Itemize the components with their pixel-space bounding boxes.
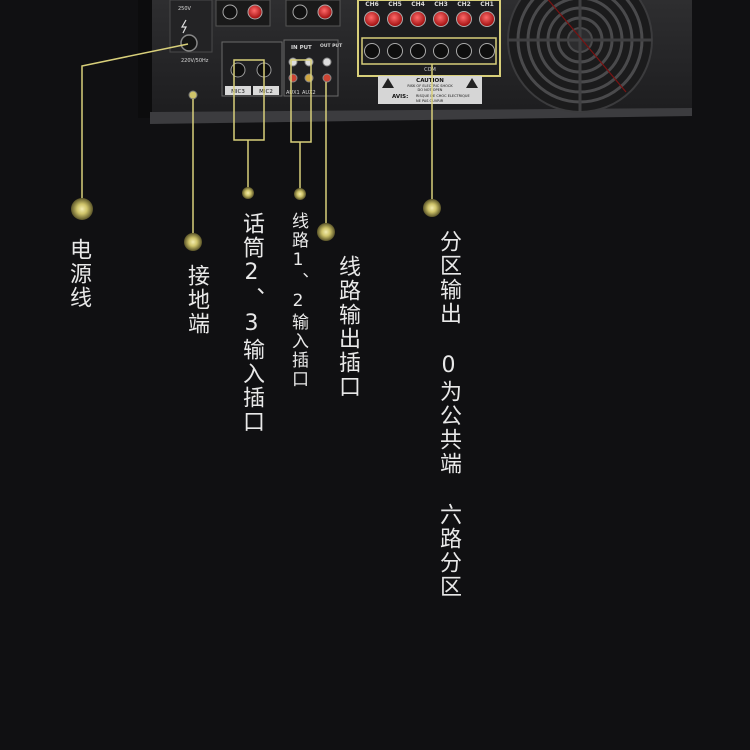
ground-dot bbox=[184, 233, 202, 251]
caution-line2: DO NOT OPEN bbox=[418, 88, 443, 92]
rca-aux2-top bbox=[304, 57, 314, 67]
callout-dots bbox=[71, 187, 441, 251]
avis-line2: NE PAS OUVRIR bbox=[416, 99, 444, 103]
lightning-icon bbox=[180, 19, 187, 34]
terminal-red bbox=[317, 4, 333, 20]
line-in-dot bbox=[294, 188, 306, 200]
mic2-tag bbox=[253, 86, 279, 95]
mic2-label: MIC2 bbox=[259, 89, 273, 95]
zone-output-label: 分区输出 0为公共端 六路分区 bbox=[436, 230, 461, 599]
mic3-tag bbox=[225, 86, 251, 95]
caution-title: CAUTION bbox=[416, 78, 444, 84]
rca-out-bottom bbox=[322, 73, 332, 83]
output-header: OUT PUT bbox=[320, 43, 343, 49]
power-cord-socket bbox=[180, 34, 198, 52]
voltage-label: 220V/50Hz bbox=[181, 58, 209, 64]
caution-line1: RISK OF ELECTRIC SHOCK bbox=[407, 84, 453, 88]
line-output-label: 线路输出插口 bbox=[335, 255, 360, 399]
ground-screw bbox=[188, 90, 198, 100]
mic-dot bbox=[242, 187, 254, 199]
com-terminal-frame bbox=[361, 37, 497, 65]
channel-labels: CH6 CH5 CH4 CH3 CH2 CH1 bbox=[365, 1, 494, 8]
warning-triangle-icon bbox=[382, 78, 394, 88]
ch-label: CH4 bbox=[411, 1, 425, 8]
rca-aux1-top bbox=[288, 57, 298, 67]
warning-triangle-icon bbox=[466, 78, 478, 88]
terminal-black bbox=[292, 4, 308, 20]
power-dot bbox=[71, 198, 93, 220]
line-out-dot bbox=[317, 223, 335, 241]
zone-black-terminals bbox=[364, 43, 495, 59]
ch-label: CH5 bbox=[388, 1, 402, 8]
aux2-label: AUX2 bbox=[302, 90, 316, 96]
com-label: COM bbox=[424, 67, 436, 73]
line-in-bracket bbox=[290, 59, 312, 143]
avis-line1: RISQUE DE CHOC ELECTRIQUE bbox=[416, 94, 470, 98]
avis-title: AVIS: bbox=[392, 94, 408, 100]
ch-label: CH1 bbox=[480, 1, 494, 8]
aux1-label: AUX1 bbox=[286, 90, 300, 96]
callout-leaders bbox=[81, 43, 433, 240]
mic3-label: MIC3 bbox=[231, 89, 245, 95]
chassis-left-edge bbox=[138, 0, 152, 118]
voltage-rating: 250V bbox=[178, 6, 192, 12]
zone-dot bbox=[423, 199, 441, 217]
rca-aux2-bottom bbox=[304, 73, 314, 83]
mic3-jack bbox=[230, 62, 246, 78]
ch-label: CH2 bbox=[457, 1, 471, 8]
terminal-red bbox=[247, 4, 263, 20]
ch-label: CH6 bbox=[365, 1, 379, 8]
zone-red-terminals bbox=[364, 11, 495, 27]
input-header: IN PUT bbox=[291, 45, 312, 51]
mic-bracket bbox=[233, 59, 265, 141]
ground-terminal-label: 接地端 bbox=[184, 264, 209, 336]
rca-out-top bbox=[322, 57, 332, 67]
chassis-bottom-lip bbox=[150, 108, 692, 124]
rca-aux1-bottom bbox=[288, 73, 298, 83]
caution-plate bbox=[378, 76, 482, 104]
power-cord-label: 电源线 bbox=[66, 238, 91, 310]
power-leader-line bbox=[81, 43, 189, 208]
mic-input-label: 话筒2、3输入插口 bbox=[239, 212, 264, 434]
line-input-label: 线路1、2输入插口 bbox=[288, 212, 308, 389]
terminal-black bbox=[222, 4, 238, 20]
cooling-fan-grille bbox=[507, 0, 653, 113]
ch-label: CH3 bbox=[434, 1, 448, 8]
